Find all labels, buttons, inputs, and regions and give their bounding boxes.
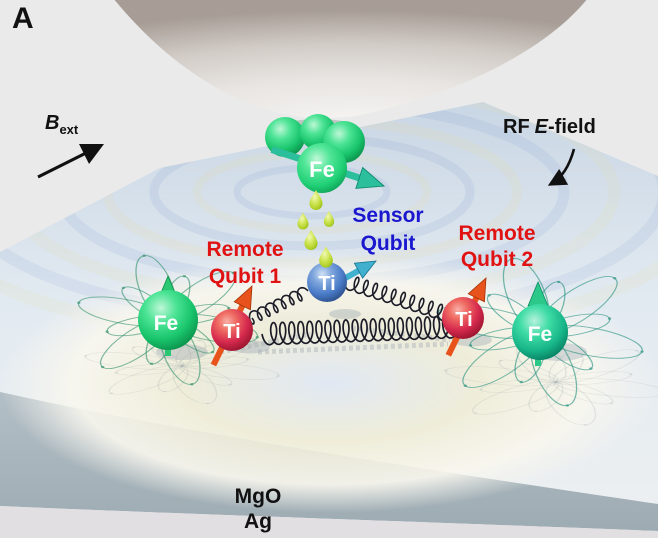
remote-qubit-2-label: Remote Qubit 2	[458, 222, 536, 271]
remote-qubit-1-label: Remote Qubit 1	[206, 238, 284, 288]
substrate-labels: MgO Ag	[206, 484, 310, 534]
tip-fe-apex-atom	[297, 143, 347, 193]
ti-right-label: Ti	[455, 309, 472, 331]
fe-atom-left	[138, 290, 198, 350]
ti-sensor-label: Ti	[318, 273, 335, 295]
tip-fe-label: Fe	[309, 157, 335, 182]
ti-atom-remote1	[211, 309, 253, 351]
field-lines-shadow-left	[83, 327, 281, 405]
panel-label: A	[12, 2, 34, 35]
mgo-label: MgO	[234, 485, 282, 508]
spring-sensor-remote2	[344, 276, 453, 322]
ti-atom-sensor	[307, 262, 347, 302]
fe-left-label: Fe	[154, 312, 179, 335]
field-lines-shadow-right	[444, 338, 658, 426]
b-ext-label: Bext	[45, 112, 78, 137]
ti-atom-remote2	[442, 297, 484, 339]
b-ext-symbol: B	[45, 112, 60, 134]
spring-remote-remote	[261, 315, 459, 346]
rf-field-arrow	[547, 148, 576, 186]
ag-label: Ag	[244, 510, 272, 533]
b-ext-arrow	[37, 143, 105, 179]
sensor-qubit-label: Sensor Qubit	[352, 204, 424, 255]
fe-atom-right	[512, 304, 568, 360]
ti-left-label: Ti	[223, 321, 240, 343]
stm-tip	[114, 0, 587, 118]
fe-right-label: Fe	[528, 323, 553, 346]
ag-layer-side	[0, 506, 658, 538]
spring-sensor-remote1	[248, 286, 309, 325]
b-ext-subscript: ext	[59, 122, 79, 137]
